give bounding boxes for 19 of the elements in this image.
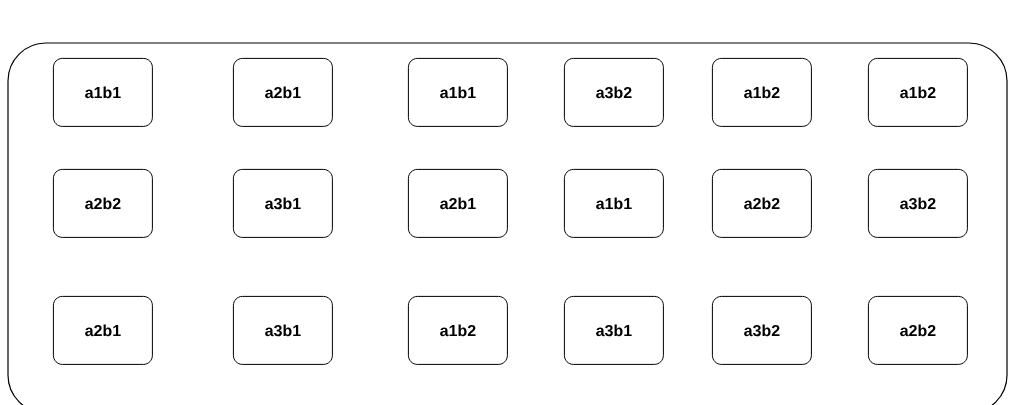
item-box: a3b1 [232, 295, 333, 365]
item-box: a1b2 [407, 295, 508, 365]
item-box: a3b1 [232, 168, 333, 238]
item-box: a2b2 [711, 168, 812, 238]
item-box: a2b1 [407, 168, 508, 238]
container-box [7, 42, 1008, 405]
item-box: a2b2 [867, 295, 968, 365]
item-box: a3b2 [867, 168, 968, 238]
item-box: a1b1 [52, 57, 153, 127]
item-box: a2b1 [52, 295, 153, 365]
item-box: a3b1 [563, 295, 664, 365]
item-box: a3b2 [563, 57, 664, 127]
item-box: a2b2 [52, 168, 153, 238]
item-box: a2b1 [232, 57, 333, 127]
item-box: a1b2 [867, 57, 968, 127]
item-box: a1b2 [711, 57, 812, 127]
item-box: a1b1 [407, 57, 508, 127]
item-box: a3b2 [711, 295, 812, 365]
item-box: a1b1 [563, 168, 664, 238]
